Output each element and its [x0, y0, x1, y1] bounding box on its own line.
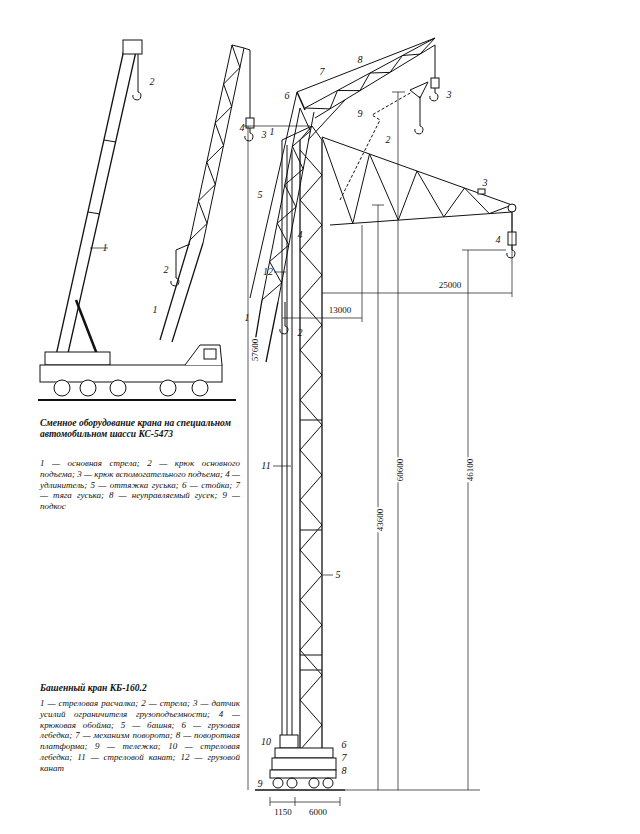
- callout-number: 6: [341, 740, 348, 750]
- callout-number: 5: [257, 190, 264, 200]
- tower-crane: [244, 82, 516, 806]
- dimension-value: 57600: [251, 338, 260, 363]
- callout-number: 3: [261, 130, 268, 140]
- caption-legend: 1 — стреловая расчалка; 2 — стрела; 3 — …: [40, 698, 240, 774]
- dimension-value: 46100: [466, 458, 475, 483]
- callout-number: 4: [495, 235, 502, 245]
- callout-number: 1: [269, 127, 276, 137]
- caption-title: Башенный кран КБ-160.2: [40, 683, 240, 694]
- callout-number: 8: [341, 766, 348, 776]
- callout-number: 2: [385, 135, 392, 145]
- callout-number: 2: [149, 77, 156, 87]
- callout-number: 11: [260, 461, 271, 471]
- dimension-value: 43600: [376, 508, 385, 533]
- dimension-lines: [244, 92, 512, 806]
- boom-extension: [160, 45, 254, 342]
- callout-number: 8: [357, 55, 364, 65]
- callout-number: 9: [257, 779, 264, 789]
- dimension-value: 25000: [438, 281, 463, 290]
- callout-number: 7: [319, 67, 326, 77]
- callout-number: 1: [244, 313, 251, 323]
- callout-number: 3: [482, 178, 489, 188]
- dimension-value: 60600: [396, 458, 405, 483]
- callout-number: 9: [357, 109, 364, 119]
- dimension-value: 13000: [328, 306, 353, 315]
- callout-number: 2: [297, 328, 304, 338]
- callout-number: 3: [446, 90, 453, 100]
- dimension-value: 1150: [273, 808, 293, 817]
- callout-number: 4: [239, 123, 246, 133]
- callout-number: 2: [163, 265, 170, 275]
- caption-legend: 1 — основная стрела; 2 — крюк основного …: [40, 458, 240, 512]
- callout-number: 4: [297, 230, 304, 240]
- callout-number: 10: [260, 737, 272, 747]
- callout-number: 1: [102, 243, 109, 253]
- callout-number: 6: [284, 91, 291, 101]
- callout-number: 12: [262, 267, 274, 277]
- callout-number: 1: [152, 305, 159, 315]
- callout-number: 5: [335, 570, 342, 580]
- caption-title: Сменное оборудование крана на специально…: [40, 418, 240, 441]
- truck-crane: [38, 40, 236, 400]
- callout-number: 7: [341, 753, 348, 763]
- dimension-value: 6000: [308, 808, 328, 817]
